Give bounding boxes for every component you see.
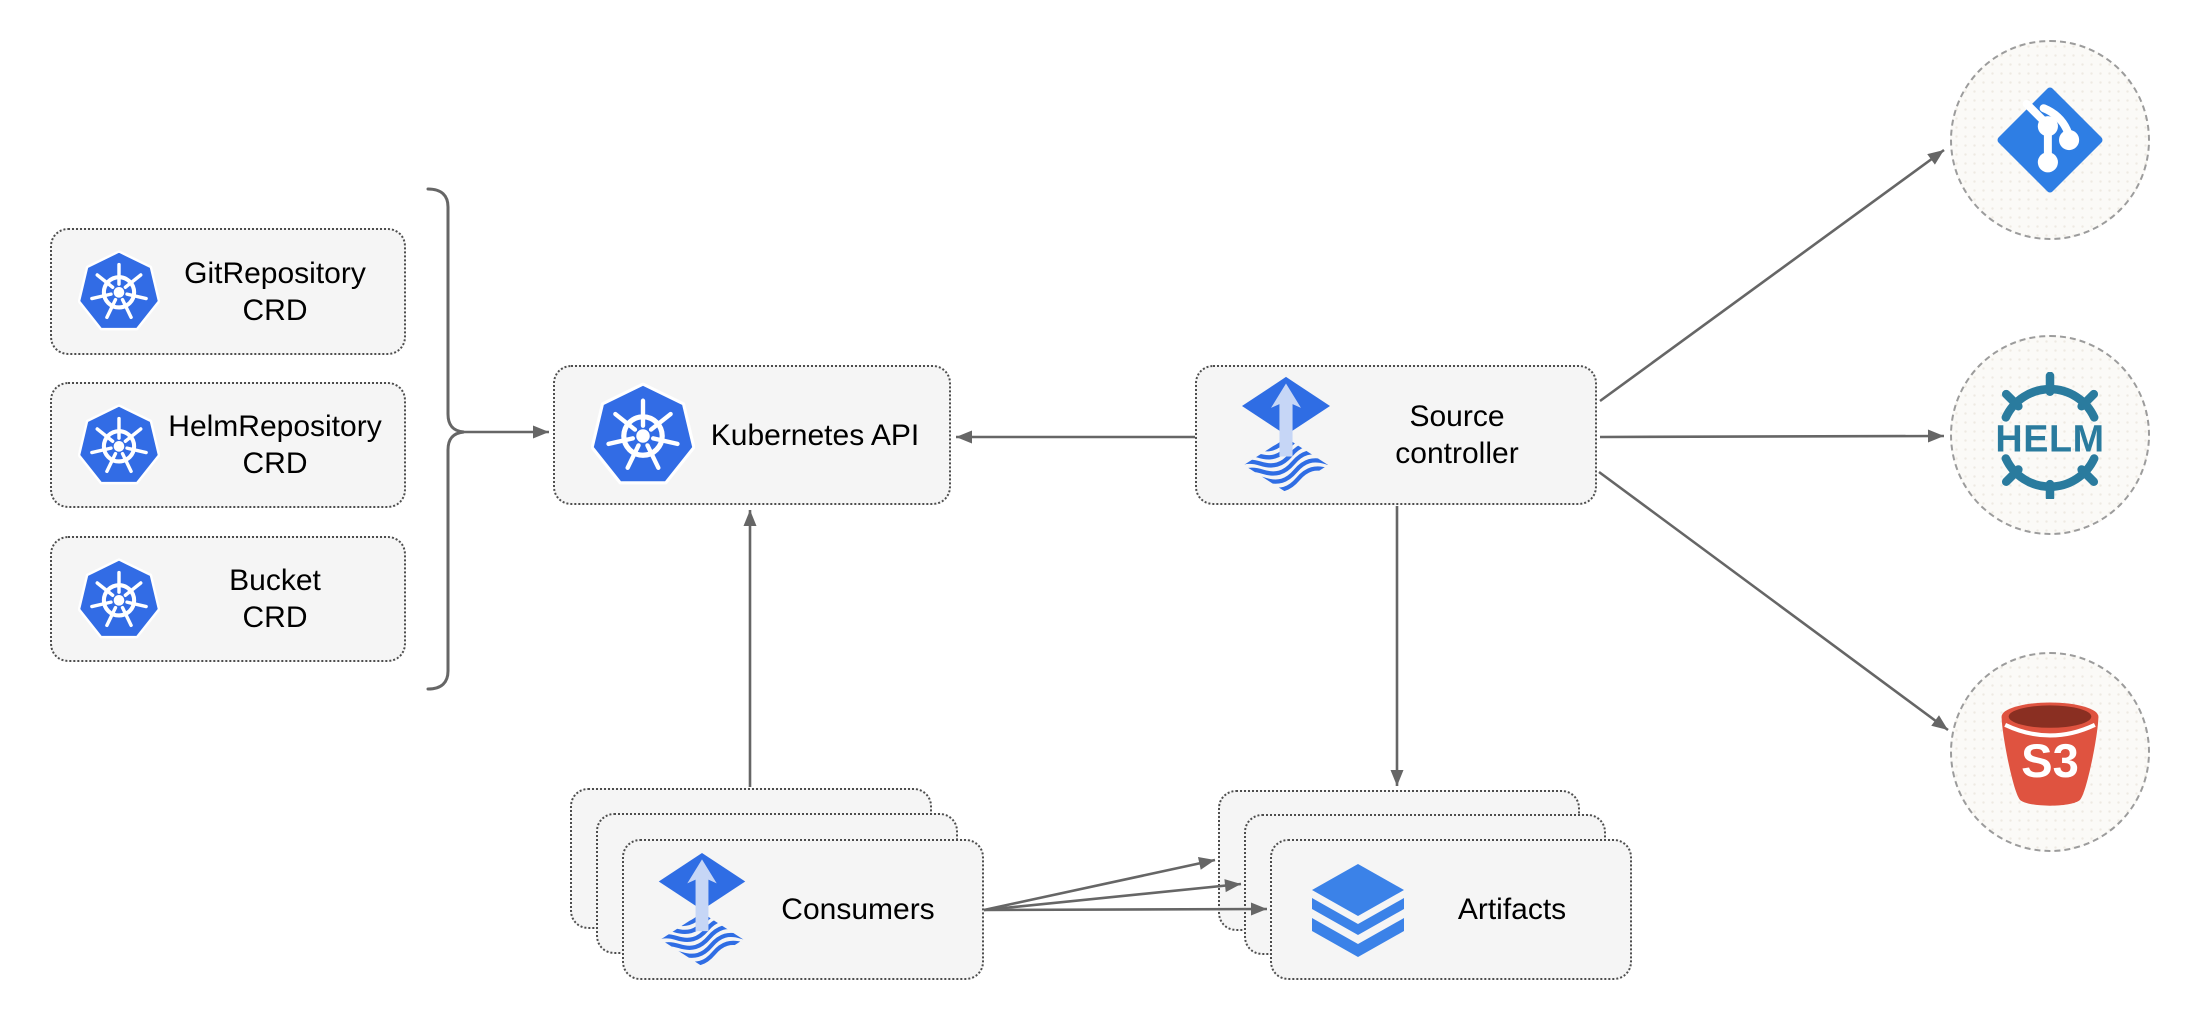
arrow-source-controller-to-s3 xyxy=(1598,470,1949,732)
arrow-consumers-to-artifacts-middle xyxy=(983,879,1242,912)
flux-icon xyxy=(656,852,748,968)
kubernetes-icon xyxy=(591,381,695,489)
node-helmrepository-crd: HelmRepository CRD xyxy=(50,382,406,508)
arrow-source-controller-to-helm xyxy=(1599,429,1945,443)
node-label: Kubernetes API xyxy=(710,418,920,452)
node-bucket-crd: Bucket CRD xyxy=(50,536,406,662)
kubernetes-icon xyxy=(78,403,160,488)
node-label: Artifacts xyxy=(1457,893,1567,926)
external-source-git xyxy=(1950,40,2150,240)
helm-icon: HELM xyxy=(1995,371,2104,499)
layers-icon xyxy=(1308,862,1408,958)
node-label: Consumers xyxy=(781,893,935,926)
node-label: Bucket CRD xyxy=(229,564,321,634)
arrow-source-controller-to-git xyxy=(1599,148,1945,403)
node-label: GitRepository CRD xyxy=(184,256,366,327)
node-consumers: Consumers xyxy=(622,839,984,980)
node-gitrepository-crd: GitRepository CRD xyxy=(50,228,406,355)
crd-group-bracket xyxy=(426,187,465,691)
git-icon xyxy=(1997,87,2103,193)
node-source-controller: Source controller xyxy=(1195,365,1597,505)
flux-icon xyxy=(1239,376,1333,494)
helm-wordmark: HELM xyxy=(1995,417,2104,459)
kubernetes-icon xyxy=(78,557,160,642)
arrow-consumers-to-artifacts-back xyxy=(983,857,1216,912)
node-label: Source controller xyxy=(1395,400,1519,470)
external-source-s3: S3 xyxy=(1950,652,2150,852)
external-source-helm: HELM xyxy=(1950,335,2150,535)
s3-bucket-icon: S3 xyxy=(2001,702,2099,806)
node-artifacts: Artifacts xyxy=(1270,839,1632,980)
node-kubernetes-api: Kubernetes API xyxy=(553,365,951,505)
kubernetes-icon xyxy=(78,249,160,334)
s3-wordmark: S3 xyxy=(2021,735,2079,788)
node-label: HelmRepository CRD xyxy=(168,410,382,480)
